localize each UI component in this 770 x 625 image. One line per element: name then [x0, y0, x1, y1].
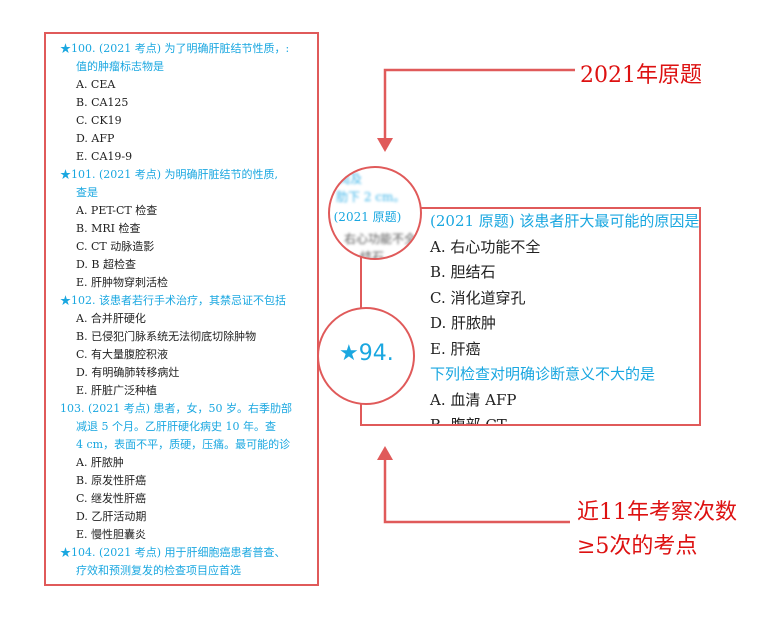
- blurred-text: 来阅及: [328, 172, 363, 186]
- left-page-excerpt: ★100. (2021 考点) 为了明确肝脏结节性质，: 值的肿瘤标志物是 A. C…: [44, 32, 319, 586]
- answer-option: A. 右心功能不全: [430, 237, 541, 256]
- arrow-bottom: [383, 458, 570, 524]
- answer-option: A. CEA: [76, 78, 116, 91]
- answer-option: C. CK19: [76, 114, 122, 127]
- answer-option: E. CA19-9: [76, 150, 133, 163]
- question-text: (2021 原题) 该患者肝大最可能的原因是: [430, 212, 700, 230]
- label-frequent-point-2: ≥5次的考点: [577, 534, 698, 559]
- answer-option: B. 胆结石: [430, 263, 496, 281]
- question-text: 疗效和预测复发的检查项目应首选: [76, 564, 241, 577]
- answer-option: A. 血清 AFP: [430, 390, 517, 409]
- magnifier-2021-original: 来阅及 肋下 2 cm。 . (2021 原题) 右心功能不全 结石: [328, 166, 422, 260]
- arrowhead-top: [377, 138, 393, 152]
- zoomed-page-excerpt: (2021 原题) 该患者肝大最可能的原因是 A. 右心功能不全 B. 胆结石 C. …: [360, 207, 701, 426]
- answer-option: E. 肝脏广泛种植: [76, 384, 158, 397]
- question-text: 查是: [76, 186, 98, 199]
- answer-option: D. AFP: [76, 132, 115, 145]
- question-text: 下列检查对明确诊断意义不大的是: [430, 365, 656, 383]
- answer-option: B. MRI 检查: [76, 222, 141, 235]
- original-question-tag: . (2021 原题): [328, 210, 402, 224]
- blurred-text: 肋下 2 cm。: [336, 190, 406, 204]
- magnifier-star-question: ★94.: [317, 307, 415, 405]
- answer-option: E. 肝肿物穿刺活检: [76, 276, 169, 289]
- answer-option: B. CA125: [76, 96, 129, 109]
- question-text: ★100. (2021 考点) 为了明确肝脏结节性质，:: [60, 42, 290, 55]
- answer-option: C. 继发性肝癌: [76, 492, 147, 505]
- blurred-text: 右心功能不全: [344, 232, 417, 246]
- answer-option: D. 肝脓肿: [430, 314, 497, 332]
- question-text: 103. (2021 考点) 患者，女，50 岁。右季肋部: [60, 402, 293, 415]
- arrow-top: [383, 68, 575, 140]
- label-2021-original: 2021年原题: [580, 63, 702, 88]
- answer-option: D. 乙肝活动期: [76, 510, 147, 523]
- label-frequent-point: 近11年考察次数: [577, 500, 737, 525]
- answer-option: B. 原发性肝癌: [76, 474, 147, 487]
- question-text: 值的肿瘤标志物是: [76, 60, 164, 73]
- question-text: ★104. (2021 考点) 用于肝细胞癌患者普查、: [60, 546, 286, 559]
- question-text: 4 cm，表面不平，质硬，压痛。最可能的诊: [76, 438, 291, 451]
- arrowhead-bottom: [377, 446, 393, 460]
- answer-option: C. 有大量腹腔积液: [76, 348, 169, 361]
- question-text: ★101. (2021 考点) 为明确肝脏结节的性质,: [60, 168, 279, 181]
- answer-option: E. 肝癌: [430, 339, 481, 358]
- answer-option: A. 合并肝硬化: [76, 312, 146, 325]
- blurred-text: 结石: [360, 250, 385, 260]
- answer-option: B. 已侵犯门脉系统无法彻底切除肿物: [76, 330, 257, 343]
- question-text: ★102. 该患者若行手术治疗，其禁忌证不包括: [60, 294, 286, 307]
- answer-option: D. 有明确肺转移病灶: [76, 366, 180, 379]
- answer-option: D. B 超检查: [76, 258, 137, 271]
- answer-option: B. 腹部 CT: [430, 416, 507, 426]
- answer-option: C. 消化道穿孔: [430, 288, 526, 307]
- answer-option: C. CT 动脉造影: [76, 240, 155, 253]
- star-question-number: ★94.: [339, 341, 394, 366]
- answer-option: A. PET-CT 检查: [76, 204, 158, 217]
- question-text: 减退 5 个月。乙肝肝硬化病史 10 年。查: [76, 420, 276, 433]
- answer-option: A. 肝脓肿: [76, 456, 124, 469]
- answer-option: E. 慢性胆囊炎: [76, 528, 147, 541]
